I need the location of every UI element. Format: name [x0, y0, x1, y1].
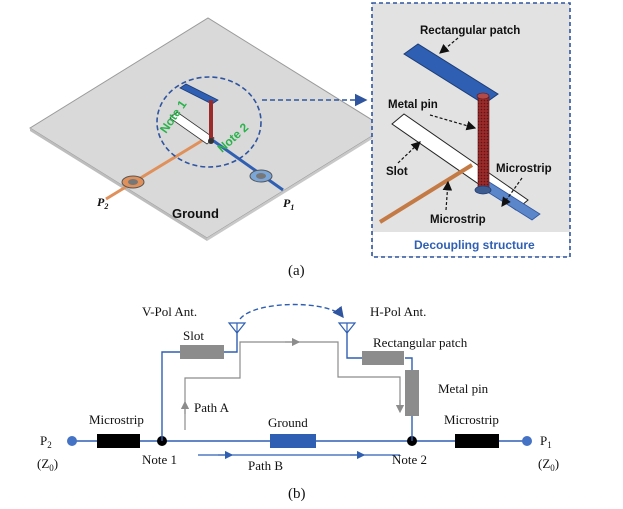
- patch-small: [179, 83, 219, 105]
- ground-label: Ground: [172, 206, 219, 221]
- microstrip-right-label: Microstrip: [444, 412, 499, 427]
- path-b-label: Path B: [248, 458, 283, 473]
- coupling-arc: [239, 303, 344, 320]
- p2-label: P2: [40, 433, 52, 450]
- caption-a: (a): [288, 263, 305, 279]
- inset-microstrip-right-label: Microstrip: [496, 163, 552, 175]
- v-pol-label: V-Pol Ant.: [142, 304, 197, 319]
- ground-plane: [29, 17, 386, 239]
- connector-p1: [249, 169, 273, 183]
- note-2-circuit-label: Note 2: [392, 452, 427, 467]
- note-1-circuit-label: Note 1: [142, 452, 177, 467]
- inset-caption: Decoupling structure: [414, 238, 535, 252]
- z0-left-label: (Z0): [37, 456, 58, 473]
- inset-patch-label: Rectangular patch: [420, 25, 520, 37]
- microstrip-copper: [378, 163, 474, 224]
- inset-microstrip-bottom-label: Microstrip: [430, 214, 486, 226]
- z0-right-label: (Z0): [538, 456, 559, 473]
- connector-p2: [121, 175, 145, 189]
- part-b-circuit: V-Pol Ant. H-Pol Ant. Slot Rectangular p…: [37, 303, 559, 473]
- metal-pin-label: Metal pin: [438, 381, 489, 396]
- p1-label: P1: [540, 433, 552, 450]
- rectangular-patch-label: Rectangular patch: [373, 335, 468, 350]
- pin-large: [477, 95, 490, 189]
- port-p2-dot: [67, 436, 77, 446]
- v-pol-antenna-icon: [227, 322, 247, 334]
- decoupling-inset: Rectangular patch Metal pin Slot Microst…: [371, 2, 571, 258]
- slot-block: [180, 345, 224, 359]
- part-a-3d-view: Note 1 Note 2 P2 P1 Ground: [29, 17, 386, 241]
- feed-line-p2: [105, 135, 209, 201]
- h-pol-label: H-Pol Ant.: [370, 304, 426, 319]
- ground-circuit-label: Ground: [268, 415, 308, 430]
- port-1-label: P1: [283, 196, 294, 212]
- caption-b: (b): [288, 486, 306, 502]
- slot-small: [169, 111, 215, 145]
- port-2-label: P2: [97, 195, 108, 211]
- metal-pin-block: [405, 370, 419, 416]
- slot-label: Slot: [183, 328, 204, 343]
- feed-line-p1: [207, 135, 284, 192]
- h-pol-antenna-icon: [337, 322, 357, 334]
- rectangular-patch-block: [362, 351, 404, 365]
- patch-large: [403, 43, 499, 105]
- port-p1-dot: [522, 436, 532, 446]
- ground-block: [270, 434, 316, 448]
- pin-small: [209, 100, 213, 140]
- inset-pin-label: Metal pin: [388, 99, 438, 111]
- path-a-label: Path A: [194, 400, 230, 415]
- microstrip-block-right: [455, 434, 499, 448]
- inset-slot-label: Slot: [386, 166, 408, 178]
- microstrip-left-label: Microstrip: [89, 412, 144, 427]
- zoom-circle: [156, 76, 262, 168]
- microstrip-block-left: [97, 434, 140, 448]
